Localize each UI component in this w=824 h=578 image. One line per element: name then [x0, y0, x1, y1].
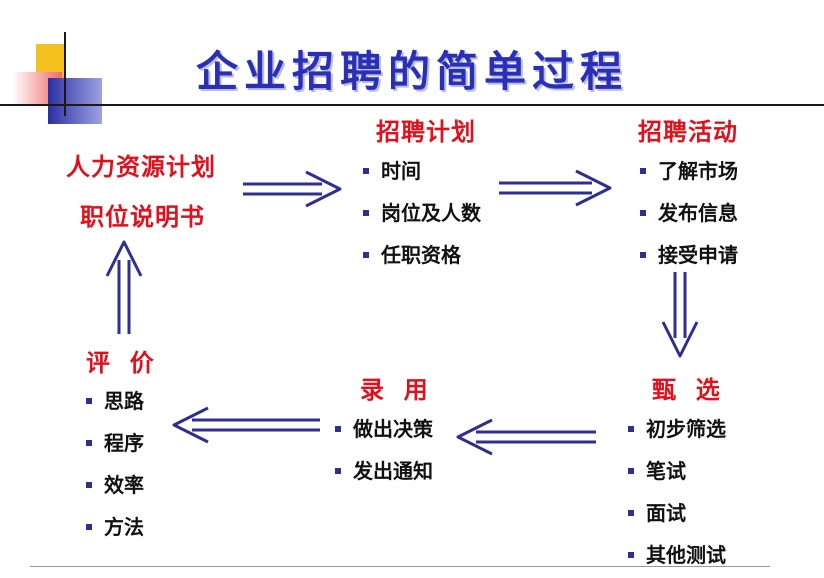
screening-item-other: 其他测试: [646, 543, 726, 567]
evaluation-item-method: 方法: [104, 515, 144, 539]
bullet-icon: [86, 524, 92, 530]
arrow-hr-to-plan: [243, 170, 342, 208]
list-item: 时间: [363, 156, 481, 198]
screening-heading: 甄 选: [652, 375, 721, 404]
list-item: 笔试: [628, 456, 726, 498]
recruit-plan-heading: 招聘计划: [376, 117, 476, 146]
arrow-plan-to-activity: [499, 169, 612, 207]
page-title: 企业招聘的简单过程: [195, 47, 628, 96]
arrow-hiring-to-evaluation: [172, 406, 320, 444]
list-item: 效率: [86, 470, 144, 512]
corner-vertical-line: [64, 32, 66, 116]
bullet-icon: [628, 552, 634, 558]
bullet-icon: [363, 168, 369, 174]
recruit-plan-item-qualifications: 任职资格: [381, 243, 461, 267]
corner-decoration: [0, 0, 120, 130]
list-item: 程序: [86, 428, 144, 470]
bullet-icon: [628, 468, 634, 474]
title-underline: [0, 104, 824, 106]
list-item: 其他测试: [628, 540, 726, 574]
hr-plan-line1: 人力资源计划: [66, 152, 216, 181]
hiring-heading: 录 用: [360, 375, 429, 404]
bullet-icon: [640, 168, 646, 174]
arrow-activity-to-screening: [661, 272, 699, 358]
activity-item-publish: 发布信息: [658, 201, 738, 225]
screening-list: 初步筛选 笔试 面试 其他测试: [628, 414, 726, 574]
list-item: 接受申请: [640, 240, 738, 282]
screening-item-written: 笔试: [646, 459, 686, 483]
bullet-icon: [86, 440, 92, 446]
hiring-item-notify: 发出通知: [353, 459, 433, 483]
activity-item-market: 了解市场: [658, 159, 738, 183]
recruit-plan-item-positions: 岗位及人数: [381, 201, 481, 225]
arrow-evaluation-to-hr: [105, 240, 143, 334]
recruit-plan-list: 时间 岗位及人数 任职资格: [363, 156, 481, 282]
recruit-activity-heading: 招聘活动: [638, 117, 738, 146]
list-item: 了解市场: [640, 156, 738, 198]
bullet-icon: [363, 210, 369, 216]
bullet-icon: [640, 252, 646, 258]
list-item: 思路: [86, 386, 144, 428]
bullet-icon: [628, 426, 634, 432]
corner-blue-square: [48, 78, 102, 124]
list-item: 任职资格: [363, 240, 481, 282]
list-item: 初步筛选: [628, 414, 726, 456]
screening-item-initial: 初步筛选: [646, 417, 726, 441]
evaluation-item-thinking: 思路: [104, 389, 144, 413]
bullet-icon: [363, 252, 369, 258]
bullet-icon: [335, 468, 341, 474]
recruit-plan-item-time: 时间: [381, 159, 421, 183]
hr-plan-line2: 职位说明书: [80, 202, 205, 231]
activity-item-accept: 接受申请: [658, 243, 738, 267]
hiring-item-decision: 做出决策: [353, 417, 433, 441]
list-item: 方法: [86, 512, 144, 554]
hiring-list: 做出决策 发出通知: [335, 414, 433, 498]
evaluation-heading: 评 价: [86, 348, 155, 377]
list-item: 发出通知: [335, 456, 433, 498]
screening-item-interview: 面试: [646, 501, 686, 525]
bullet-icon: [628, 510, 634, 516]
list-item: 面试: [628, 498, 726, 540]
list-item: 发布信息: [640, 198, 738, 240]
evaluation-list: 思路 程序 效率 方法: [86, 386, 144, 554]
recruit-activity-list: 了解市场 发布信息 接受申请: [640, 156, 738, 282]
bullet-icon: [335, 426, 341, 432]
bottom-divider: [30, 566, 770, 567]
bullet-icon: [640, 210, 646, 216]
list-item: 做出决策: [335, 414, 433, 456]
list-item: 岗位及人数: [363, 198, 481, 240]
evaluation-item-procedure: 程序: [104, 431, 144, 455]
arrow-screening-to-hiring: [456, 418, 596, 456]
bullet-icon: [86, 398, 92, 404]
evaluation-item-efficiency: 效率: [104, 473, 144, 497]
bullet-icon: [86, 482, 92, 488]
